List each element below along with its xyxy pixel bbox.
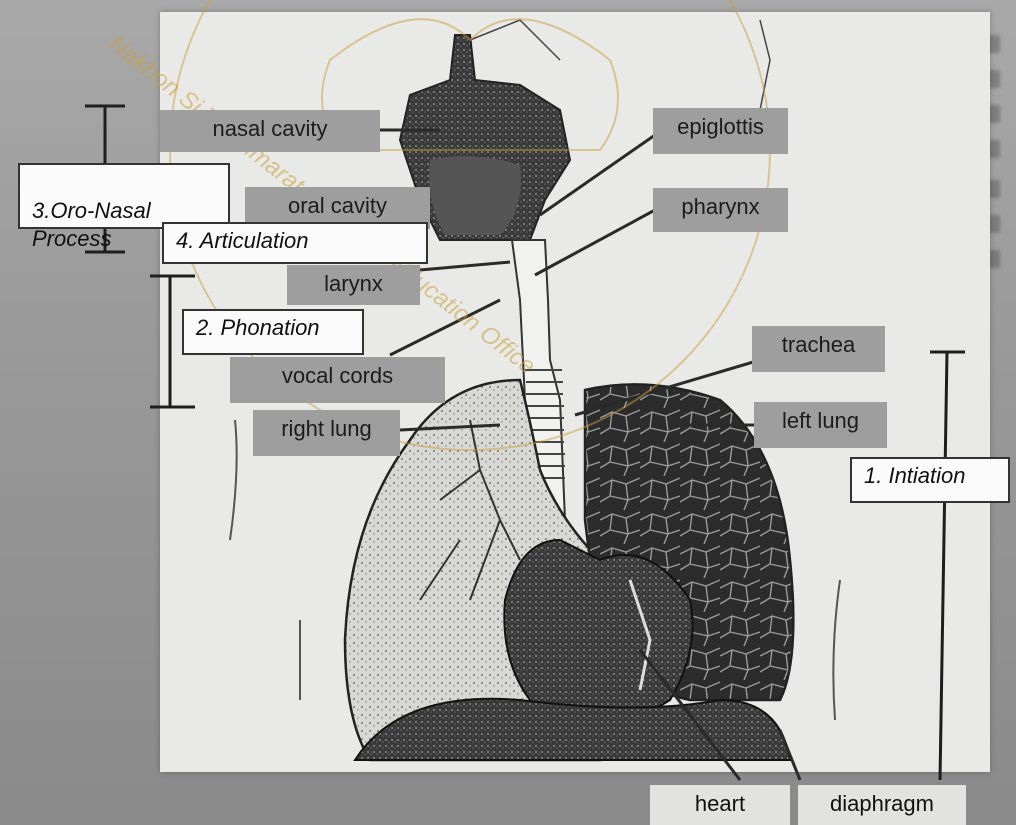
label-phonation: 2. Phonation	[182, 309, 364, 355]
label-left-lung: left lung	[754, 402, 887, 448]
label-epiglottis: epiglottis	[653, 108, 788, 154]
label-right-lung: right lung	[253, 410, 400, 456]
label-larynx: larynx	[287, 265, 420, 305]
label-trachea: trachea	[752, 326, 885, 372]
label-articulation: 4. Articulation	[162, 222, 428, 264]
label-vocal-cords: vocal cords	[230, 357, 445, 403]
label-diaphragm: diaphragm	[798, 785, 966, 825]
label-initiation: 1. Intiation	[850, 457, 1010, 503]
label-heart: heart	[650, 785, 790, 825]
label-pharynx: pharynx	[653, 188, 788, 232]
label-oro-nasal-process: 3.Oro-Nasal Process	[18, 163, 230, 229]
label-nasal-cavity: nasal cavity	[160, 110, 380, 152]
